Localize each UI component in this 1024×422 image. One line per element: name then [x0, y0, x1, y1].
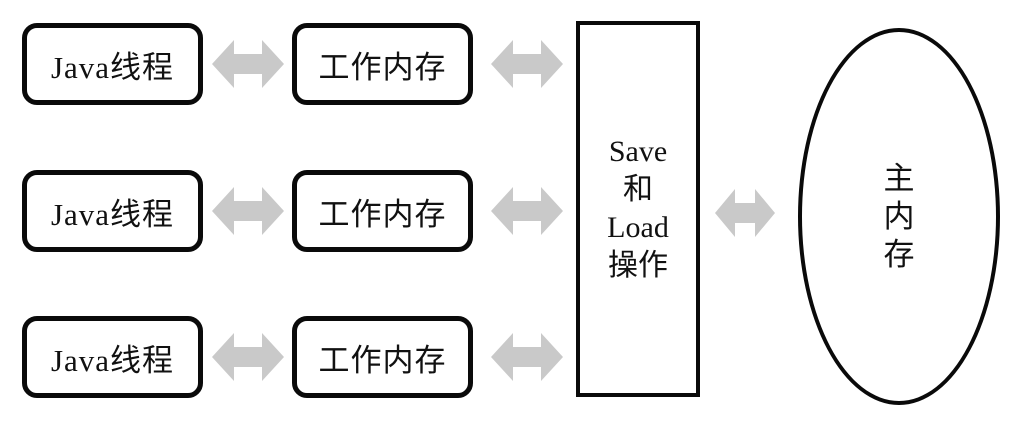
double-arrow-shape [491, 333, 563, 381]
java-thread-box: Java线程 [22, 170, 203, 252]
main-memory-ellipse: 主 内 存 [798, 28, 1000, 405]
save-load-line: Save [608, 135, 668, 168]
double-arrow-shape [212, 187, 284, 235]
main-memory-line: 主 [883, 160, 915, 196]
working-memory-box: 工作内存 [292, 23, 473, 105]
double-arrow-icon [491, 187, 563, 235]
save-load-line: Load [607, 211, 669, 244]
main-memory-line: 存 [883, 236, 915, 272]
working-memory-label: 工作内存 [318, 342, 447, 378]
double-arrow-icon [491, 40, 563, 88]
double-arrow-shape [212, 40, 284, 88]
double-arrow-icon [212, 187, 284, 235]
java-thread-label: Java线程 [50, 342, 175, 378]
java-thread-box: Java线程 [22, 23, 203, 105]
double-arrow-icon [212, 40, 284, 88]
save-load-line: 操作 [608, 249, 668, 282]
main-memory-line: 内 [883, 198, 915, 234]
double-arrow-shape [212, 333, 284, 381]
double-arrow-icon [212, 333, 284, 381]
java-thread-label: Java线程 [50, 196, 175, 232]
save-load-box: Save 和 Load 操作 [576, 21, 700, 397]
double-arrow-shape [715, 189, 775, 237]
double-arrow-icon [715, 189, 775, 237]
double-arrow-shape [491, 40, 563, 88]
working-memory-box: 工作内存 [292, 316, 473, 398]
java-thread-box: Java线程 [22, 316, 203, 398]
working-memory-label: 工作内存 [318, 196, 447, 232]
double-arrow-shape [491, 187, 563, 235]
double-arrow-icon [491, 333, 563, 381]
java-thread-label: Java线程 [50, 49, 175, 85]
working-memory-label: 工作内存 [318, 49, 447, 85]
save-load-line: 和 [623, 173, 653, 206]
working-memory-box: 工作内存 [292, 170, 473, 252]
